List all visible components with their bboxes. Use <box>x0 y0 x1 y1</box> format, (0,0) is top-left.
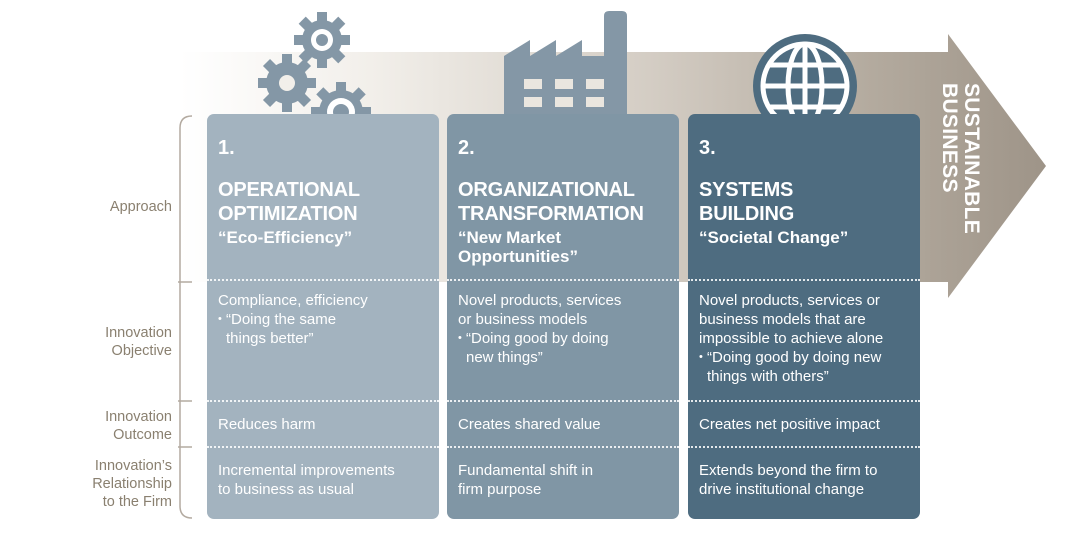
divider <box>688 446 920 448</box>
objective-text: Compliance, efficiency <box>218 292 368 309</box>
objective-text: Novel products, services or business mod… <box>699 292 884 347</box>
column-organizational-transformation: 2. ORGANIZATIONAL TRANSFORMATION “New Ma… <box>447 114 679 519</box>
arrow-label-line: BUSINESS <box>938 83 961 193</box>
arrow-label: SUSTAINABLE BUSINESS <box>938 77 983 257</box>
row-label-objective: Innovation Objective <box>105 325 172 359</box>
column-number: 2. <box>458 137 475 159</box>
column-subtitle: “Eco-Efficiency” <box>218 228 353 247</box>
divider <box>207 446 439 448</box>
outcome-text: Creates shared value <box>458 416 601 433</box>
arrow-label-line: SUSTAINABLE <box>960 83 983 235</box>
column-subtitle: “New Market Opportunities” <box>458 228 578 266</box>
outcome-text: Reduces harm <box>218 416 316 433</box>
relationship-text: Fundamental shift in firm purpose <box>458 462 594 498</box>
relationship-text: Incremental improvements to business as … <box>218 462 395 498</box>
column-number: 3. <box>699 137 716 159</box>
divider <box>447 446 679 448</box>
divider <box>447 400 679 402</box>
column-subtitle: “Societal Change” <box>699 228 849 247</box>
column-operational-optimization: 1. OPERATIONAL OPTIMIZATION “Eco-Efficie… <box>207 114 439 519</box>
factory-icon <box>504 11 627 118</box>
divider <box>688 400 920 402</box>
outcome-text: Creates net positive impact <box>699 416 880 433</box>
column-title: ORGANIZATIONAL TRANSFORMATION <box>458 179 644 225</box>
row-label-relationship: Innovation’s Relationship to the Firm <box>92 458 172 510</box>
objective-text: Novel products, services or business mod… <box>458 292 622 328</box>
divider <box>688 279 920 281</box>
divider <box>447 279 679 281</box>
column-systems-building: 3. SYSTEMS BUILDING “Societal Change” No… <box>688 114 920 519</box>
row-bracket <box>179 115 193 519</box>
divider <box>207 279 439 281</box>
column-title: SYSTEMS BUILDING <box>699 179 795 225</box>
relationship-text: Extends beyond the firm to drive institu… <box>699 462 878 498</box>
globe-icon <box>753 34 857 138</box>
row-label-outcome: Innovation Outcome <box>105 409 172 443</box>
divider <box>207 400 439 402</box>
row-label-approach: Approach <box>109 199 172 215</box>
column-title: OPERATIONAL OPTIMIZATION <box>218 179 360 225</box>
column-number: 1. <box>218 137 235 159</box>
